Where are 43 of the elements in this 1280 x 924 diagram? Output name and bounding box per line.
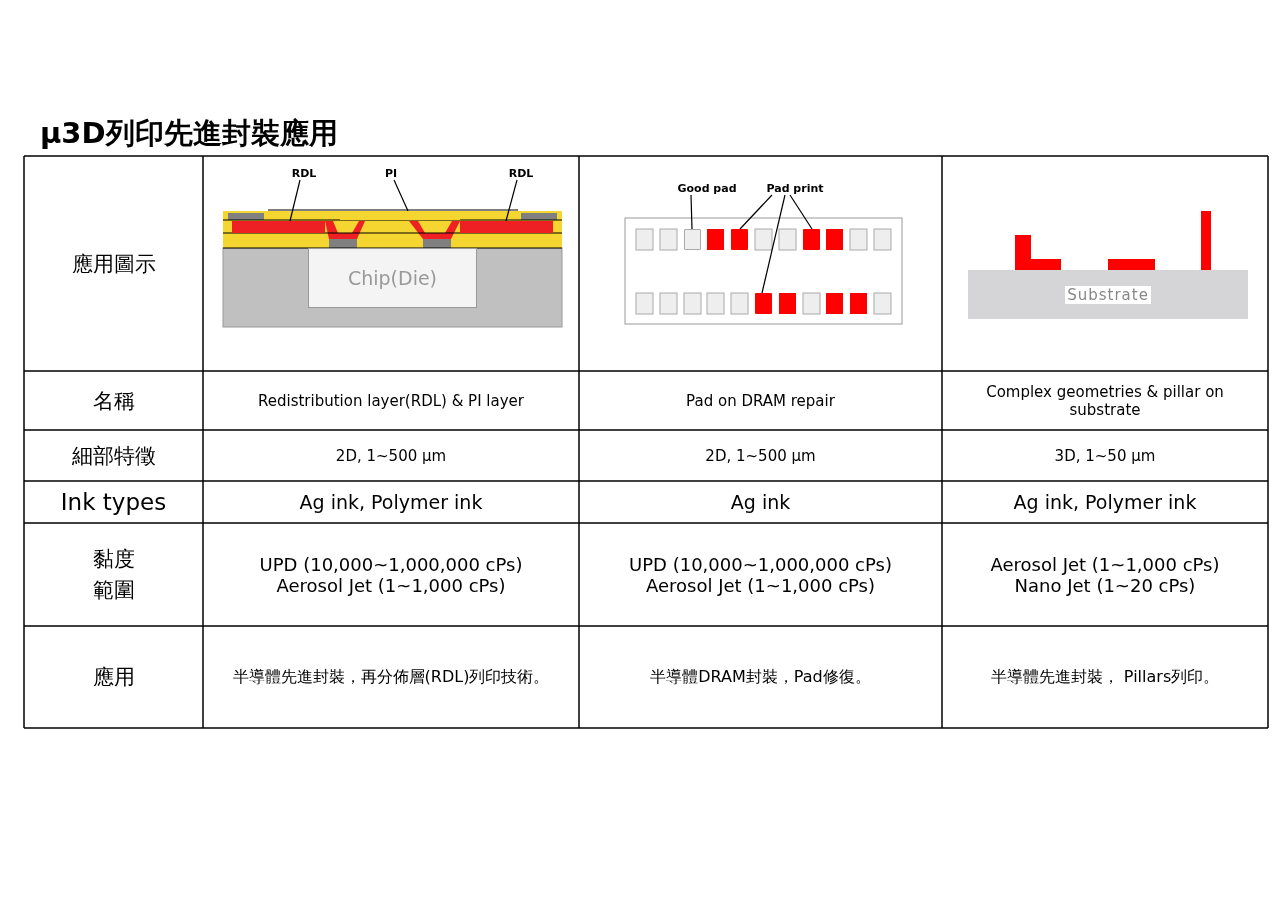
rdl-layer	[232, 221, 325, 233]
row-header: Ink types	[60, 489, 167, 515]
cell-text: Aerosol Jet (1~1,000 cPs)	[276, 574, 506, 596]
leader-line	[789, 194, 813, 230]
cell-text: 2D, 1~500 μm	[335, 446, 447, 465]
row-header: 應用	[92, 664, 135, 691]
row-header: 細部特徵	[71, 442, 156, 470]
slide-title: μ3D列印先進封裝應用	[40, 115, 338, 152]
leader-line	[393, 179, 409, 212]
leader-line	[761, 194, 786, 294]
printed-pad	[755, 293, 772, 314]
callout-label: RDL	[508, 167, 534, 180]
cell-text: UPD (10,000~1,000,000 cPs)	[629, 553, 892, 575]
leader-line	[690, 194, 693, 230]
cell-text: UPD (10,000~1,000,000 cPs)	[259, 553, 523, 575]
callout-label: Good pad	[677, 182, 737, 195]
callout-label: PI	[384, 167, 398, 180]
cell-text: Ag ink, Polymer ink	[299, 491, 483, 513]
cell-text: Redistribution layer(RDL) & PI layer	[258, 391, 524, 410]
chip-block: Chip(Die)	[308, 248, 477, 308]
leader-line	[505, 179, 518, 222]
row-header: 黏度範圍	[91, 546, 136, 604]
cell-text: 半導體先進封裝，再分佈層(RDL)列印技術。	[232, 666, 550, 688]
rdl-layer	[460, 221, 553, 233]
callout-label: Pad print	[766, 182, 824, 195]
cell-text: 半導體先進封裝， Pillars列印。	[990, 666, 1220, 688]
pad	[684, 229, 701, 250]
callout-label: RDL	[291, 167, 317, 180]
printed-pad	[731, 229, 748, 250]
cell-text: Pad on DRAM repair	[686, 391, 835, 410]
cell-text: Aerosol Jet (1~1,000 cPs)	[646, 574, 875, 596]
row-header: 應用圖示	[71, 250, 156, 278]
cell-text: Aerosol Jet (1~1,000 cPs)	[990, 553, 1220, 575]
cell-text: Ag ink, Polymer ink	[1013, 491, 1197, 513]
row-header: 名稱	[92, 387, 135, 415]
cell-text: 3D, 1~50 μm	[1054, 446, 1156, 465]
cell-text: Nano Jet (1~20 cPs)	[1014, 574, 1196, 596]
cell-text: Complex geometries & pillar on substrate	[985, 382, 1225, 419]
printed-pad	[803, 229, 820, 250]
cell-text: 半導體DRAM封裝，Pad修復。	[650, 666, 871, 688]
leader-line	[289, 179, 301, 222]
cell-text: 2D, 1~500 μm	[705, 446, 816, 465]
cell-text: Ag ink	[730, 491, 791, 513]
